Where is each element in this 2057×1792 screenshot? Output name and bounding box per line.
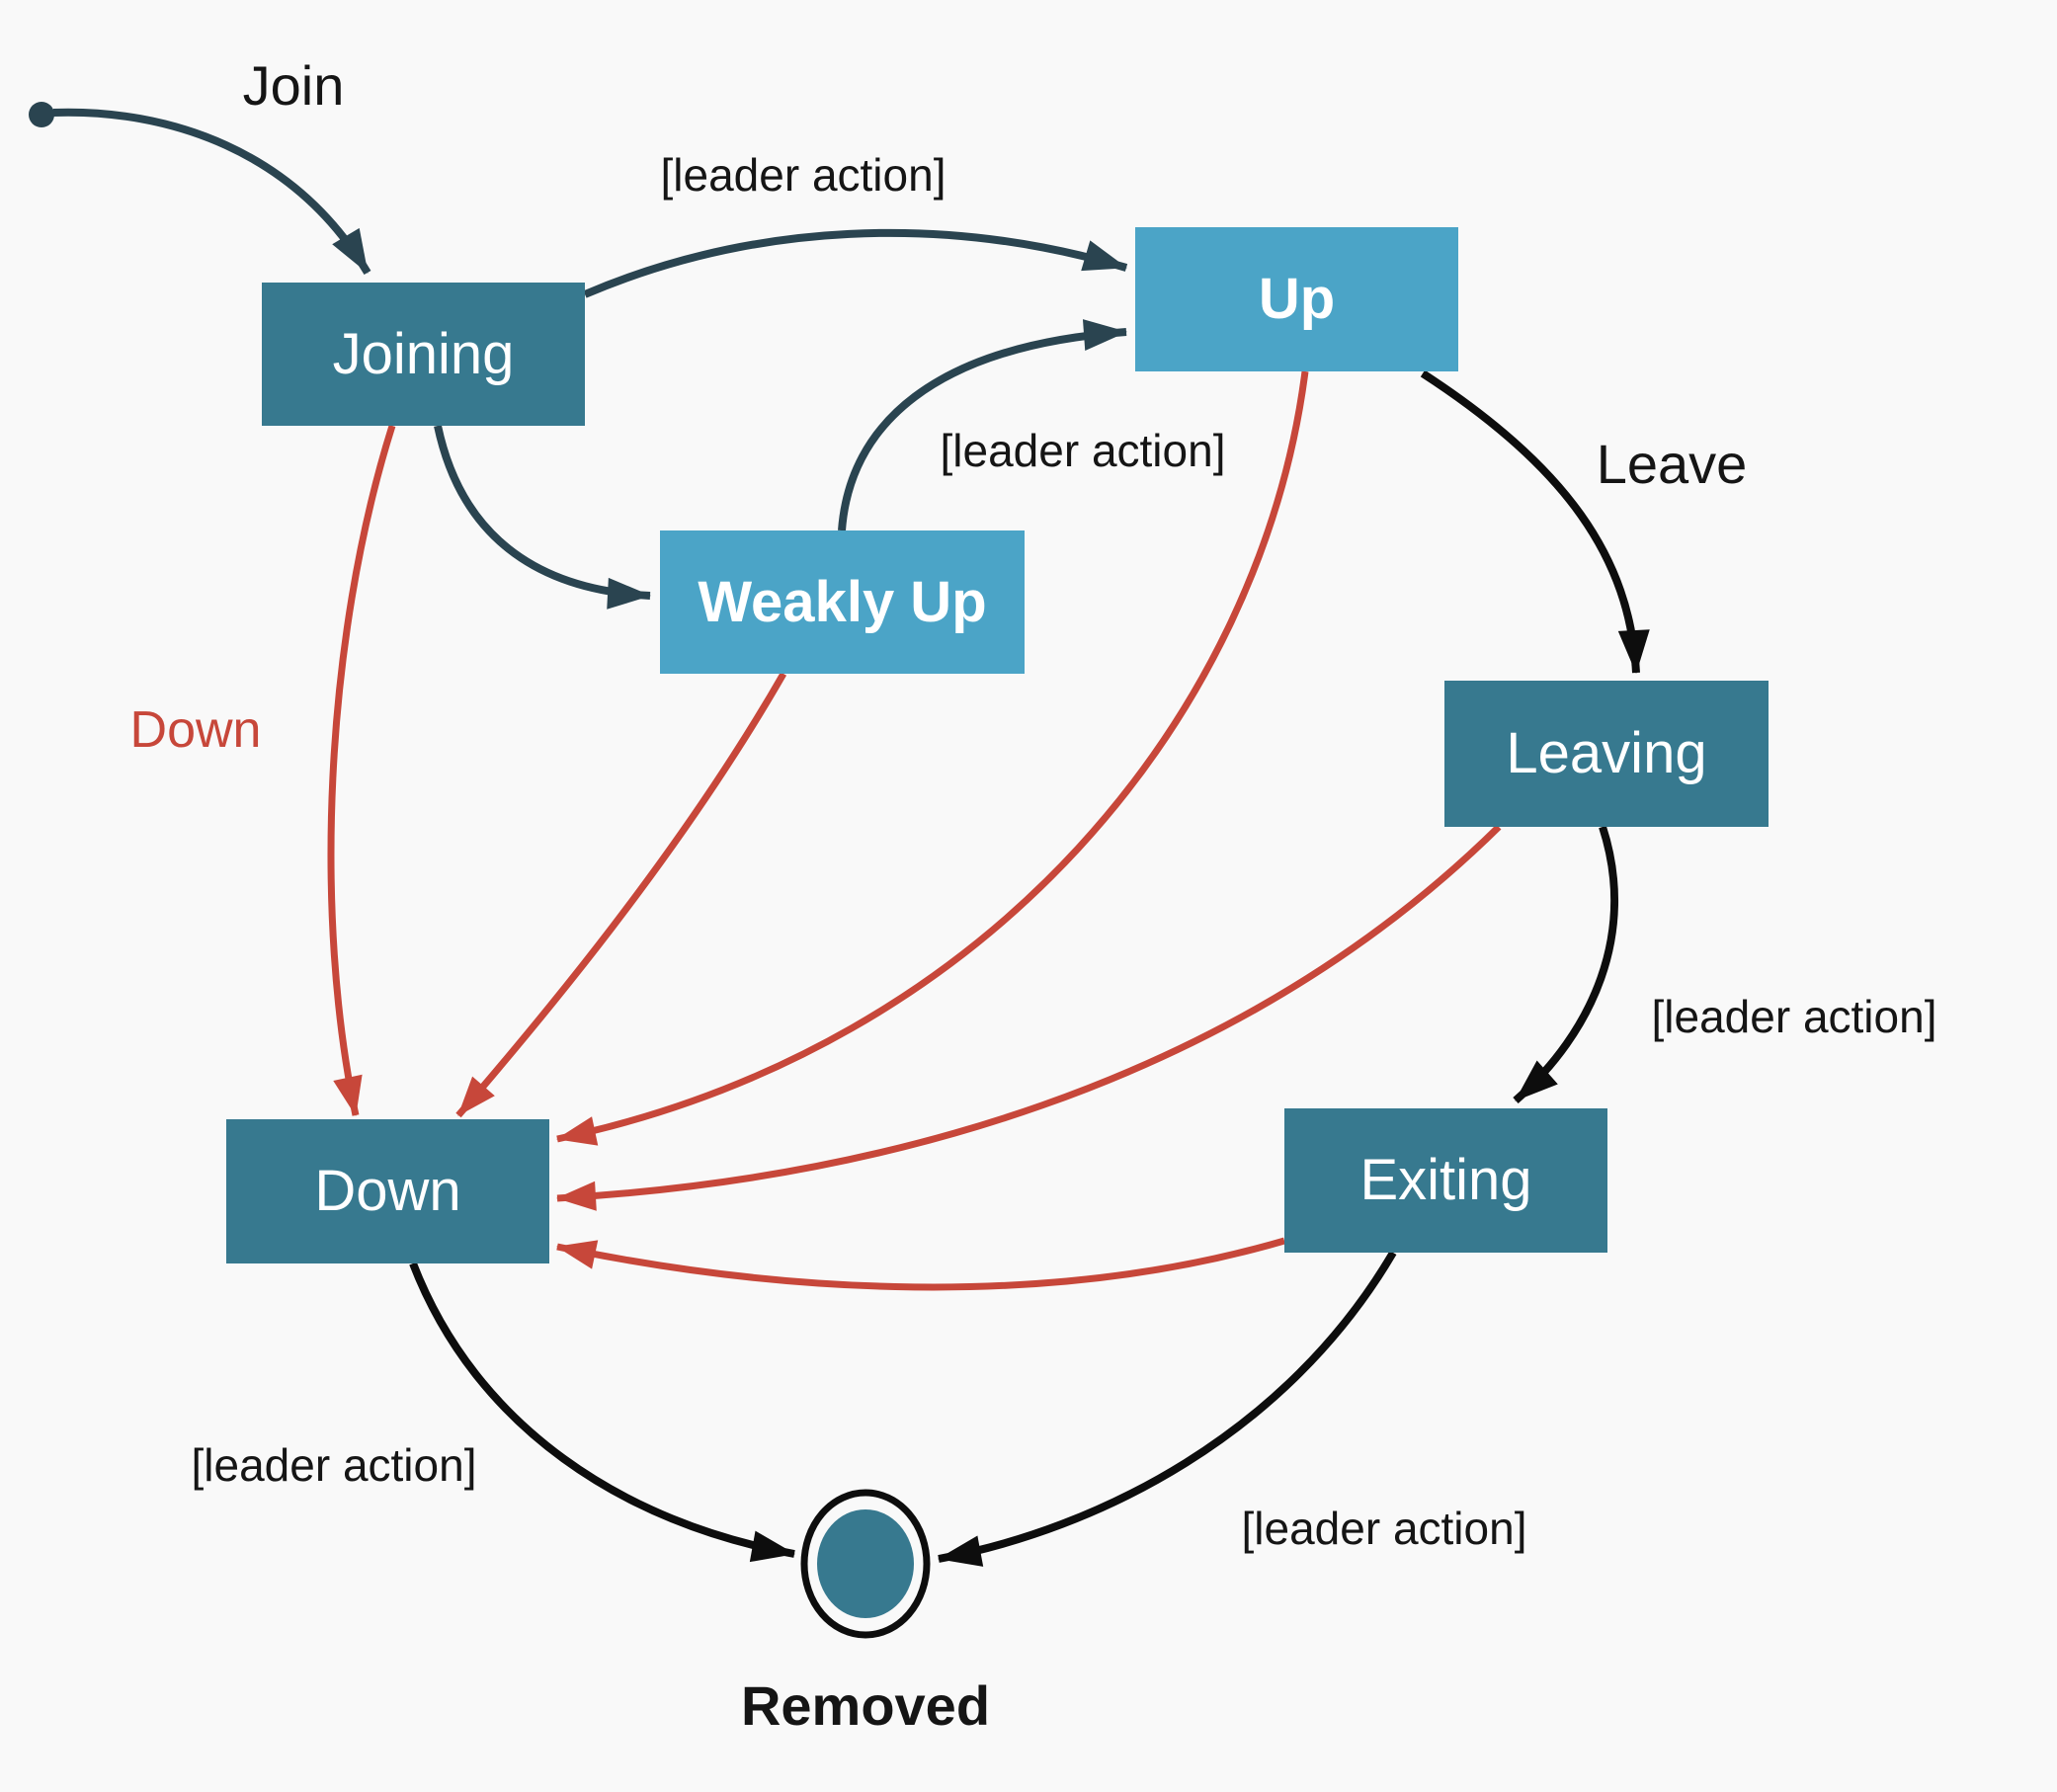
state-joining: Joining	[262, 283, 585, 426]
label-leader-action-weakly-up-up: [leader action]	[940, 425, 1226, 476]
edge-up-to-down	[556, 370, 1309, 1146]
edge-start-to-joining	[52, 108, 371, 276]
edge-exiting-to-removed	[938, 1250, 1397, 1567]
edge-weakly-up-to-down	[455, 672, 787, 1118]
label-leader-action-joining-up: [leader action]	[660, 149, 946, 201]
final-state-outer-ring	[800, 1489, 931, 1639]
edge-leaving-to-down	[556, 824, 1502, 1211]
edge-joining-to-down	[327, 424, 396, 1116]
state-down-label: Down	[314, 1159, 461, 1223]
start-state-dot	[29, 102, 54, 127]
label-down: Down	[129, 701, 262, 759]
state-leaving: Leaving	[1444, 681, 1769, 827]
state-leaving-label: Leaving	[1506, 721, 1707, 785]
state-down: Down	[226, 1119, 549, 1263]
edge-up-to-leaving	[1420, 369, 1650, 674]
state-exiting-label: Exiting	[1359, 1148, 1532, 1212]
state-exiting: Exiting	[1284, 1108, 1607, 1253]
edge-leaving-to-exiting	[1513, 825, 1618, 1103]
edge-weakly-up-to-up	[838, 319, 1127, 531]
final-state-inner-dot	[817, 1509, 914, 1618]
edge-joining-to-up	[583, 228, 1128, 298]
edge-down-to-removed	[409, 1262, 795, 1563]
state-weakly-up-label: Weakly Up	[698, 569, 987, 634]
edge-exiting-to-down	[556, 1237, 1285, 1291]
label-leader-action-down-removed: [leader action]	[191, 1439, 477, 1491]
state-weakly-up: Weakly Up	[660, 530, 1025, 674]
state-up: Up	[1135, 227, 1458, 371]
edge-joining-to-weakly-up	[434, 425, 651, 610]
label-leader-action-exiting-removed: [leader action]	[1241, 1503, 1527, 1554]
label-join: Join	[242, 54, 345, 117]
label-leave: Leave	[1596, 433, 1748, 495]
state-removed-label: Removed	[740, 1674, 991, 1737]
state-up-label: Up	[1258, 267, 1336, 331]
state-joining-label: Joining	[332, 321, 515, 386]
label-leader-action-leaving-exiting: [leader action]	[1651, 991, 1937, 1042]
